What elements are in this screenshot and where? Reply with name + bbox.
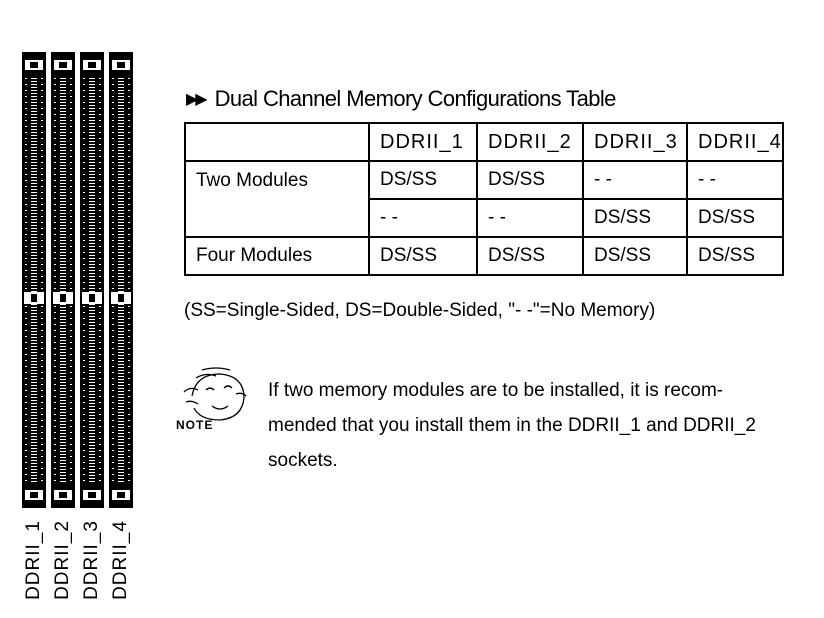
dimm-slot-4 — [109, 52, 133, 508]
table-cell: - - — [582, 160, 688, 200]
note-line: sockets. — [268, 450, 338, 471]
table-cell: DS/SS — [686, 236, 784, 276]
table-title: ▶▶Dual Channel Memory Configurations Tab… — [186, 86, 616, 111]
dimm-slot-1 — [22, 52, 46, 508]
double-arrow-icon: ▶▶ — [186, 91, 208, 108]
slot-label-2: DDRII_2 — [52, 520, 73, 600]
note-text: If two memory modules are to be installe… — [268, 373, 818, 478]
header-cell — [184, 122, 370, 162]
table-header-row: DDRII_1 DDRII_2 DDRII_3 DDRII_4 — [184, 122, 784, 162]
table-row: Two Modules DS/SS DS/SS - - - - — [184, 160, 784, 238]
table-cell: DS/SS — [368, 160, 478, 200]
note-line: If two memory modules are to be installe… — [268, 380, 724, 401]
table-cell: - - — [476, 198, 584, 238]
dimm-slots-diagram — [22, 52, 136, 508]
table-row: - - - - DS/SS DS/SS — [185, 198, 784, 238]
slot-label-4: DDRII_4 — [110, 520, 131, 600]
table-legend: (SS=Single-Sided, DS=Double-Sided, "- -"… — [184, 300, 656, 321]
table-row: Four Modules DS/SS DS/SS DS/SS DS/SS — [184, 236, 784, 276]
dimm-slot-2 — [51, 52, 75, 508]
dimm-slot-3 — [80, 52, 104, 508]
table-cell: DS/SS — [476, 236, 584, 276]
note-line: mended that you install them in the DDRI… — [268, 415, 756, 436]
note-icon — [183, 367, 247, 421]
table-cell: DS/SS — [582, 236, 688, 276]
table-cell: - - — [368, 198, 478, 238]
header-cell: DDRII_3 — [582, 122, 688, 162]
table-cell: DS/SS — [686, 198, 784, 238]
row-label: Two Modules — [184, 160, 370, 238]
slot-label-1: DDRII_1 — [23, 520, 44, 600]
slot-label-3: DDRII_3 — [81, 520, 102, 600]
row-label: Four Modules — [184, 236, 370, 276]
memory-config-table: DDRII_1 DDRII_2 DDRII_3 DDRII_4 Two Modu… — [184, 122, 784, 276]
header-cell: DDRII_2 — [476, 122, 584, 162]
note-label: NOTE — [176, 418, 214, 432]
table-cell: - - — [686, 160, 784, 200]
table-cell: DS/SS — [582, 198, 688, 238]
table-cell: DS/SS — [476, 160, 584, 200]
table-cell: DS/SS — [368, 236, 478, 276]
header-cell: DDRII_4 — [686, 122, 784, 162]
header-cell: DDRII_1 — [368, 122, 478, 162]
